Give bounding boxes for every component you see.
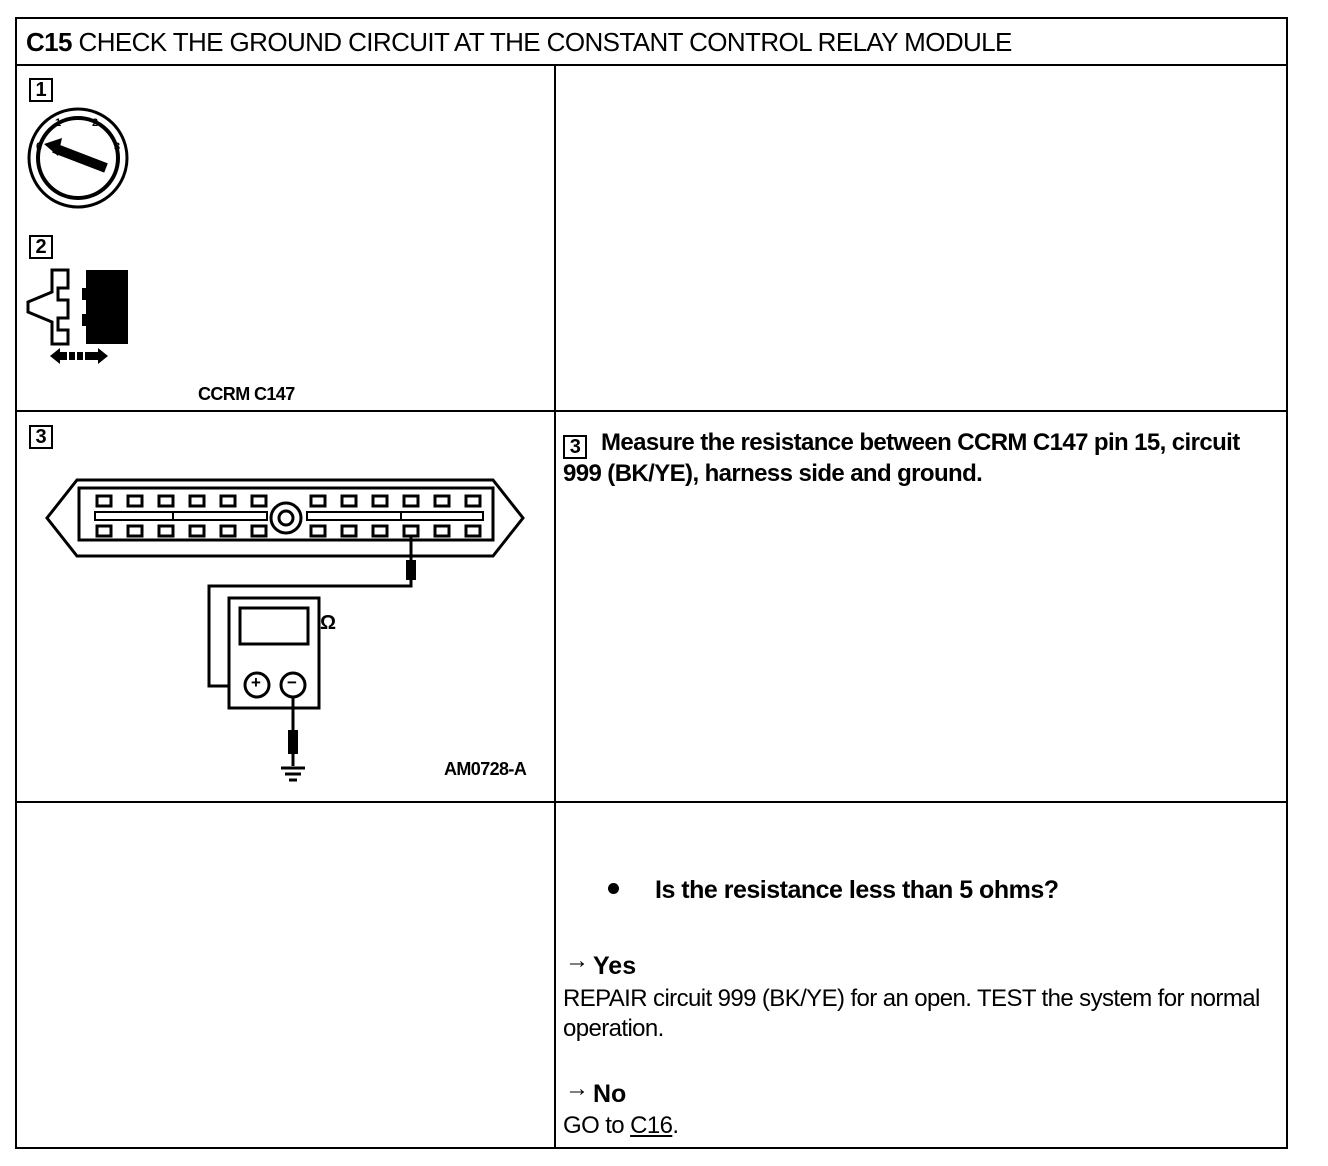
ohmmeter-connector-diagram — [45, 478, 525, 782]
title-text: CHECK THE GROUND CIRCUIT AT THE CONSTANT… — [78, 27, 1013, 57]
instruction-step-number: 3 — [563, 435, 587, 459]
minus-terminal-label: − — [287, 673, 297, 692]
no-answer-prefix: GO to — [563, 1112, 631, 1139]
procedure-table — [15, 17, 1288, 1149]
step-code: C15 — [26, 27, 73, 57]
question-text: Is the resistance less than 5 ohms? — [655, 876, 1059, 904]
plus-terminal-label: + — [251, 673, 261, 692]
page-title: C15 CHECK THE GROUND CIRCUIT AT THE CONS… — [26, 27, 1012, 58]
figure-id: AM0728-A — [444, 759, 527, 779]
yes-label: Yes — [593, 952, 637, 980]
goto-c16-link[interactable]: C16 — [630, 1112, 673, 1139]
no-answer-heading: →No — [565, 1075, 627, 1109]
ignition-key-off-icon: 0 1 2 3 — [27, 107, 129, 209]
yes-answer-text: REPAIR circuit 999 (BK/YE) for an open. … — [563, 985, 1260, 1042]
yes-answer-heading: →Yes — [565, 947, 637, 981]
arrow-right-icon: → — [565, 947, 589, 974]
divider-header — [15, 64, 1288, 66]
step-3-number: 3 — [29, 425, 53, 449]
divider-row2 — [15, 801, 1288, 803]
no-answer-text: GO to C16. — [563, 1111, 1283, 1141]
divider-column — [554, 64, 556, 1149]
resistance-question: Is the resistance less than 5 ohms? — [608, 876, 1059, 905]
ohm-symbol: Ω — [320, 612, 336, 634]
disconnect-connector-icon — [26, 268, 128, 364]
step-1-number: 1 — [29, 78, 53, 102]
svg-text:2: 2 — [92, 117, 98, 129]
bullet-icon — [608, 883, 619, 894]
arrow-right-icon: → — [565, 1075, 589, 1102]
connector-caption: CCRM C147 — [198, 384, 295, 404]
svg-text:0: 0 — [36, 141, 42, 153]
no-label: No — [593, 1080, 627, 1108]
instruction-text: Measure the resistance between CCRM C147… — [563, 429, 1240, 487]
step-2-number: 2 — [29, 235, 53, 259]
svg-text:3: 3 — [114, 141, 120, 153]
no-answer-suffix: . — [672, 1112, 679, 1139]
divider-row1 — [15, 410, 1288, 412]
svg-text:1: 1 — [55, 117, 61, 129]
